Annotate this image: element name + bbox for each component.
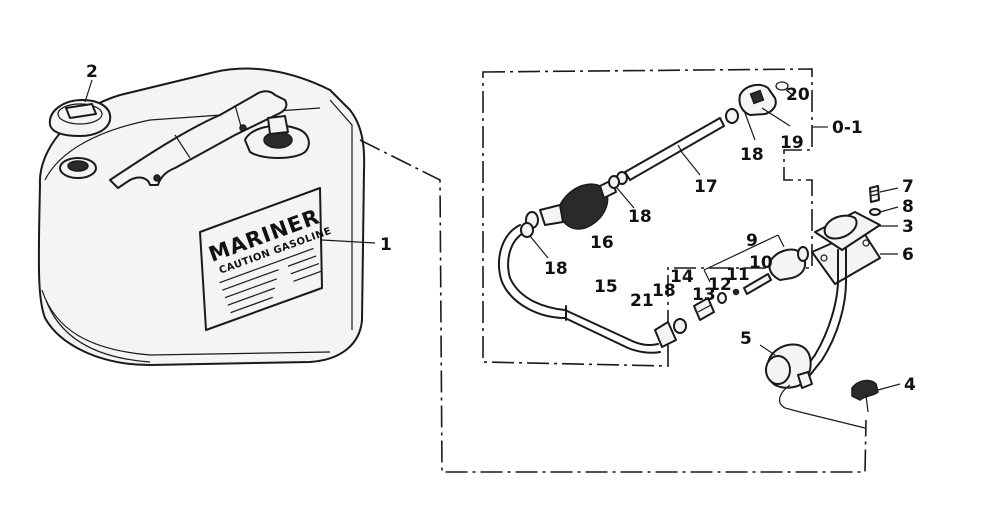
callout-13: 13: [692, 285, 716, 305]
assembly-boundary: [482, 68, 813, 367]
fuel-tank-icon: MARINER CAUTION GASOLINE: [37, 67, 366, 366]
callout-0-1: 0-1: [832, 118, 863, 138]
hose-clamp-icon: [608, 175, 620, 189]
callout-18-mid: 18: [628, 207, 652, 227]
leader-lines: [84, 79, 901, 391]
hose-section-icon: [624, 117, 725, 181]
callout-4: 4: [904, 375, 916, 395]
fuel-connector-icon: [738, 81, 789, 116]
routing-line: [359, 139, 867, 473]
callout-17: 17: [694, 177, 718, 197]
callout-2: 2: [86, 62, 98, 82]
callout-8: 8: [902, 197, 914, 217]
callout-14: 14: [670, 267, 694, 287]
fitting-parts: [654, 234, 809, 348]
label-plate: MARINER CAUTION GASOLINE: [199, 187, 333, 331]
filler-cap-icon: [48, 99, 112, 137]
callout-11: 11: [726, 265, 750, 285]
callout-1: 1: [380, 235, 392, 255]
fuel-filter-icon: [765, 343, 866, 429]
callout-18-top: 18: [740, 145, 764, 165]
callout-3: 3: [902, 217, 914, 237]
callout-19: 19: [780, 133, 804, 153]
fuel-hose-icon: [498, 224, 661, 354]
pickup-tube-icon: [799, 185, 881, 381]
callout-9: 9: [746, 231, 758, 251]
callout-18-left: 18: [544, 259, 568, 279]
retaining-clip-icon: [851, 379, 879, 413]
callout-21: 21: [630, 291, 654, 311]
callout-18-bottom: 18: [652, 281, 676, 301]
callout-12: 12: [708, 275, 732, 295]
hose-clamp-icon: [725, 108, 739, 124]
callout-10: 10: [749, 253, 773, 273]
callout-5: 5: [740, 329, 752, 349]
callout-20: 20: [786, 85, 810, 105]
callout-15: 15: [594, 277, 618, 297]
hose-clamp-icon: [673, 318, 687, 334]
callout-6: 6: [902, 245, 914, 265]
callout-7: 7: [902, 177, 914, 197]
hose-clamp-icon: [520, 222, 534, 238]
callout-16: 16: [590, 233, 614, 253]
